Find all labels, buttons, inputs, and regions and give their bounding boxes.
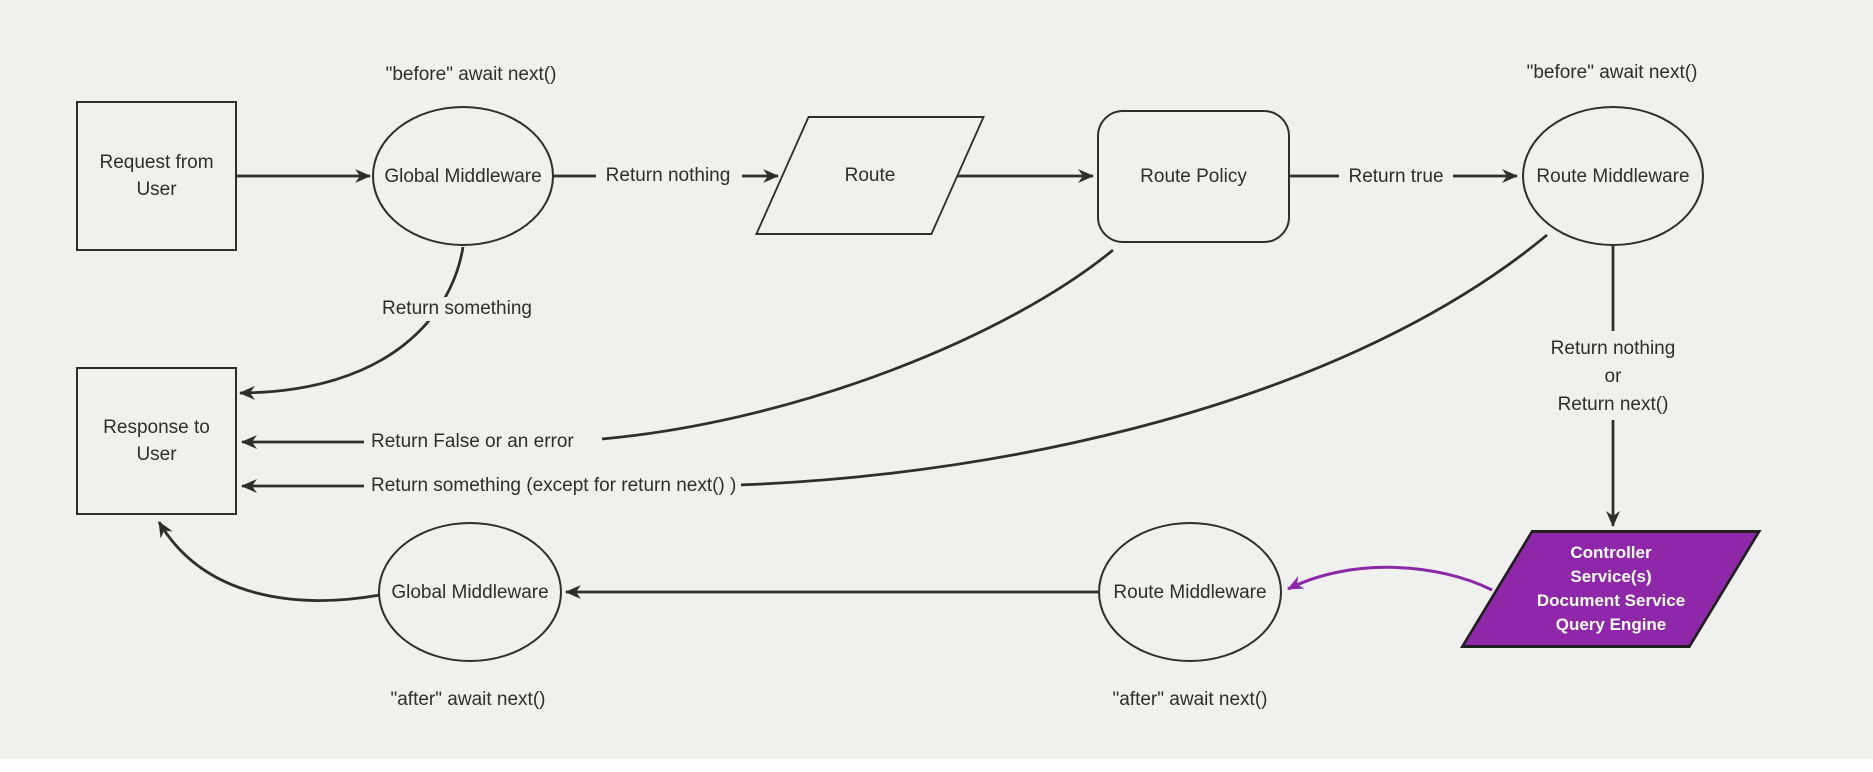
label-before-await-next-left: "before" await next() xyxy=(380,63,562,87)
controller-line-4: Query Engine xyxy=(1555,615,1667,634)
edge-route-policy-return-false-curve xyxy=(601,248,1114,441)
node-global-middleware-bottom: Global Middleware xyxy=(378,522,562,662)
node-route-middleware-bottom: Route Middleware xyxy=(1098,522,1282,662)
node-route-policy: Route Policy xyxy=(1097,110,1290,243)
node-route-middleware-top-label: Route Middleware xyxy=(1536,165,1690,187)
controller-line-1: Controller xyxy=(1570,543,1652,562)
node-global-middleware-top: Global Middleware xyxy=(372,106,554,246)
node-route-label: Route xyxy=(844,165,896,186)
label-return-nothing-or-next-line-3: Return next() xyxy=(1557,394,1669,415)
label-after-await-next-right: "after" await next() xyxy=(1107,688,1273,712)
label-after-await-next-left: "after" await next() xyxy=(385,688,551,712)
label-return-false-or-error: Return False or an error xyxy=(366,430,579,454)
node-response-label: Response to User xyxy=(103,417,210,465)
node-request-from-user: Request from User xyxy=(76,101,237,251)
label-return-nothing-or-next: Return nothing or Return next() xyxy=(1545,335,1681,419)
controller-line-2: Service(s) xyxy=(1570,567,1652,586)
node-global-middleware-bottom-label: Global Middleware xyxy=(391,581,549,603)
label-return-nothing-or-next-line-2: or xyxy=(1604,366,1622,387)
edge-controller-to-route-middleware-bottom xyxy=(1287,565,1493,592)
node-route-policy-label: Route Policy xyxy=(1140,166,1247,187)
label-return-something: Return something xyxy=(377,297,537,321)
label-return-nothing-or-next-line-1: Return nothing xyxy=(1550,338,1676,359)
node-controller-label: Controller Service(s) Document Service Q… xyxy=(1511,537,1711,641)
edge-return-something-to-response xyxy=(239,246,465,400)
controller-line-3: Document Service xyxy=(1536,591,1686,610)
node-route-middleware-top: Route Middleware xyxy=(1522,106,1704,246)
label-return-nothing: Return nothing xyxy=(600,164,736,188)
edge-route-middleware-return-something-curve xyxy=(659,233,1548,488)
node-route-middleware-bottom-label: Route Middleware xyxy=(1113,581,1267,603)
node-response-to-user: Response to User xyxy=(76,367,237,515)
node-global-middleware-top-label: Global Middleware xyxy=(384,165,542,187)
label-return-something-except: Return something (except for return next… xyxy=(366,474,742,498)
page-bottom-strip xyxy=(0,759,1873,772)
node-request-label: Request from User xyxy=(99,152,214,200)
edge-global-middleware-bottom-to-response xyxy=(157,521,381,602)
label-return-true: Return true xyxy=(1343,165,1449,189)
label-before-await-next-right: "before" await next() xyxy=(1521,61,1703,85)
